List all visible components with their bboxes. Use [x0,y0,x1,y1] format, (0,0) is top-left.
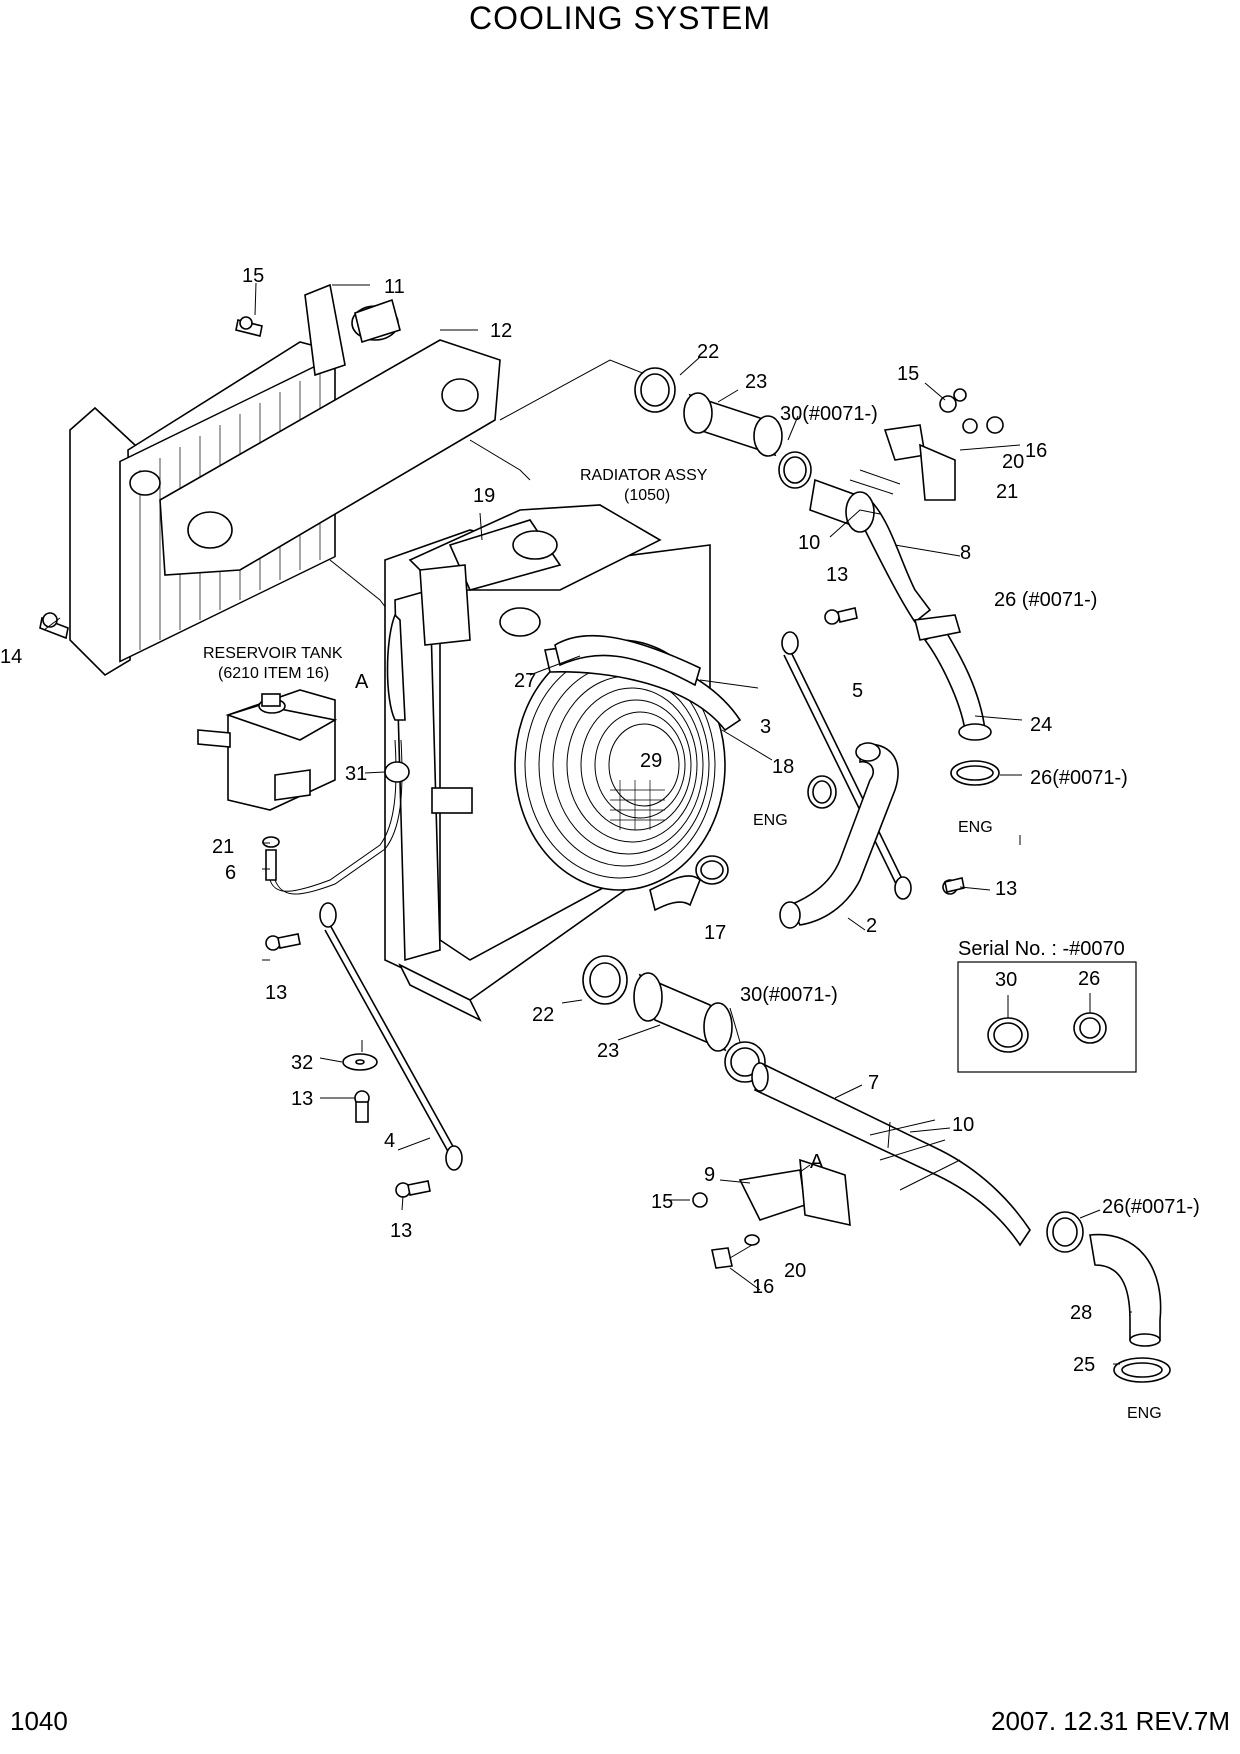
callout-31: 31 [345,763,367,785]
callout-26-serial-c: 26(#0071-) [1102,1196,1200,1218]
bracket-9 [692,1158,851,1269]
hose-28 [1089,1233,1162,1347]
callout-20: 20 [1002,451,1024,473]
callout-30-serial: 30(#0071-) [780,403,878,425]
callout-22-b: 22 [532,1004,554,1026]
callout-10-b: 10 [952,1114,974,1136]
callout-12: 12 [490,320,512,342]
callout-18: 18 [772,756,794,778]
hose-23-lower [582,955,766,1083]
callout-29: 29 [640,750,662,772]
eng-label-1: ENG [753,812,788,829]
callout-15-b: 15 [897,363,919,385]
callout-26-box: 26 [1078,968,1100,990]
callout-13-d: 13 [291,1088,313,1110]
callout-11: 11 [384,276,405,298]
callout-13-b: 13 [995,878,1017,900]
radiator-assy-label: RADIATOR ASSY [580,467,708,484]
hose-23-upper [634,367,812,489]
callout-7: 7 [868,1072,879,1094]
radiator-assy-ref: (1050) [624,487,670,504]
callout-17: 17 [704,922,726,944]
reservoir-tank-label: RESERVOIR TANK [203,645,343,662]
callout-26-serial: 26 (#0071-) [994,589,1097,611]
rod-5 [781,631,912,900]
reservoir-tank [197,689,410,895]
callout-13: 13 [826,564,848,586]
callout-13-c: 13 [265,982,287,1004]
callout-16-b: 16 [752,1276,774,1298]
callout-27: 27 [514,670,536,692]
callout-9: 9 [704,1164,715,1186]
hose-2 [779,742,899,929]
callout-15-c: 15 [651,1191,673,1213]
callout-5: 5 [852,680,863,702]
callout-24: 24 [1030,714,1052,736]
callout-2: 2 [866,915,877,937]
ref-a-label-1: A [355,671,369,693]
pipe-7 [751,1062,1031,1247]
serial-box [957,961,1137,1073]
callout-25: 25 [1073,1354,1095,1376]
callout-10: 10 [798,532,820,554]
callout-4: 4 [384,1130,395,1152]
serial-no-label: Serial No. : -#0070 [958,938,1125,960]
callout-30-box: 30 [995,969,1017,991]
callout-3: 3 [760,716,771,738]
callout-8: 8 [960,542,971,564]
callout-32: 32 [291,1052,313,1074]
callout-6: 6 [225,862,236,884]
callout-13-e: 13 [390,1220,412,1242]
callout-21: 21 [996,481,1018,503]
callout-21-b: 21 [212,836,234,858]
hose-24 [914,614,992,741]
callout-19: 19 [473,485,495,507]
pipe-8 [809,469,932,624]
callout-15: 15 [242,265,264,287]
reservoir-tank-ref: (6210 ITEM 16) [218,665,329,682]
callout-23-b: 23 [597,1040,619,1062]
radiator-assy [384,504,742,1022]
ref-a-label-2: A [810,1151,824,1173]
bracket-21 [883,388,1004,501]
callout-16: 16 [1025,440,1047,462]
callout-30-serial-b: 30(#0071-) [740,984,838,1006]
eng-label-3: ENG [1127,1405,1162,1422]
callout-26-serial-b: 26(#0071-) [1030,767,1128,789]
callout-20-b: 20 [784,1260,806,1282]
page-title: COOLING SYSTEM [468,0,772,36]
revision-date: 2007. 12.31 REV.7M [991,1706,1230,1736]
page-number: 1040 [10,1706,68,1736]
intercooler [39,283,501,677]
eng-label-2: ENG [958,819,993,836]
callout-28: 28 [1070,1302,1092,1324]
callout-23: 23 [745,371,767,393]
callout-14: 14 [0,646,22,668]
callout-22: 22 [697,341,719,363]
rod-4 [319,902,463,1171]
